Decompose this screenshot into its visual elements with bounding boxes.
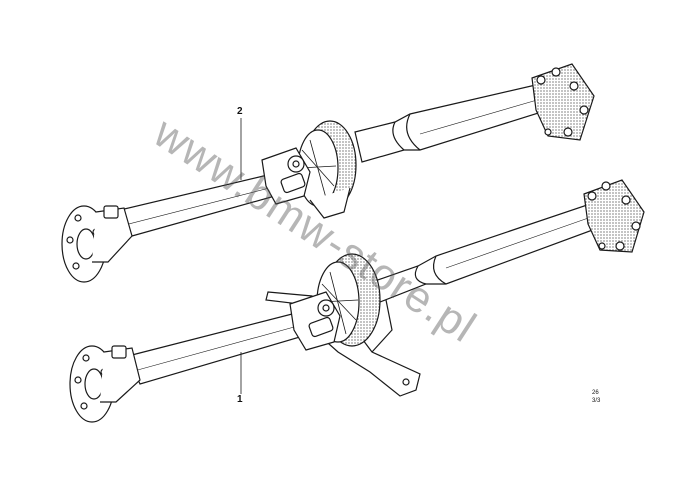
driveshaft-1 xyxy=(69,179,645,423)
callout-2: 2 xyxy=(237,106,243,117)
front-tube-1 xyxy=(127,311,311,385)
front-flange-1 xyxy=(69,345,141,423)
front-flange-2 xyxy=(61,205,133,283)
rear-tube-1 xyxy=(371,203,599,303)
rear-flange-1 xyxy=(583,179,645,253)
universal-joint-1 xyxy=(289,291,341,351)
rear-tube-2 xyxy=(354,83,549,163)
drawing-code-line1: 26 xyxy=(592,390,599,396)
driveshaft-2 xyxy=(61,63,595,283)
drawing-code-line2: 3/3 xyxy=(592,398,601,404)
rear-flange-2 xyxy=(531,63,595,141)
front-tube-2 xyxy=(119,173,283,237)
callout-1: 1 xyxy=(237,394,243,405)
center-bearing-2 xyxy=(297,120,357,219)
universal-joint-2 xyxy=(261,147,311,205)
